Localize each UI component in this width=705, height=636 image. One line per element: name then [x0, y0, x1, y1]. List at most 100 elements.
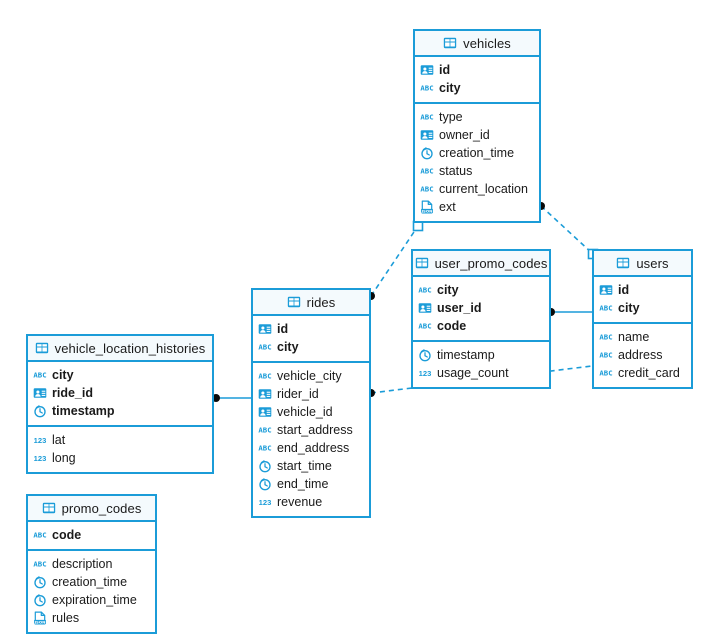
- table-title: users: [636, 255, 669, 271]
- column-name: current_location: [439, 182, 528, 196]
- column-name: credit_card: [618, 366, 680, 380]
- column-row[interactable]: ride_id: [28, 384, 212, 402]
- column-row[interactable]: rider_id: [253, 385, 369, 403]
- clock-icon: [258, 477, 272, 491]
- column-row[interactable]: ABC current_location: [415, 180, 539, 198]
- relationship-upc-users[interactable]: [547, 308, 592, 316]
- column-row[interactable]: id: [594, 281, 691, 299]
- id-card-icon: [258, 387, 272, 401]
- abc-icon: ABC: [418, 283, 432, 297]
- table-header-promo_codes[interactable]: promo_codes: [28, 496, 155, 522]
- column-row[interactable]: creation_time: [28, 573, 155, 591]
- column-row[interactable]: expiration_time: [28, 591, 155, 609]
- column-row[interactable]: end_time: [253, 475, 369, 493]
- table-header-vehicles[interactable]: vehicles: [415, 31, 539, 57]
- table-icon: [42, 501, 56, 515]
- table-header-user_promo_codes[interactable]: user_promo_codes: [413, 251, 549, 277]
- column-row[interactable]: user_id: [413, 299, 549, 317]
- clock-icon: [33, 404, 47, 418]
- column-row[interactable]: start_time: [253, 457, 369, 475]
- table-header-users[interactable]: users: [594, 251, 691, 277]
- svg-text:ABC: ABC: [599, 351, 612, 360]
- 123-icon: 123: [258, 495, 272, 509]
- column-name: type: [439, 110, 463, 124]
- 123-icon: 123: [33, 433, 47, 447]
- clock-icon: [418, 348, 432, 362]
- svg-text:ABC: ABC: [33, 560, 46, 569]
- abc-icon: ABC: [258, 423, 272, 437]
- table-header-rides[interactable]: rides: [253, 290, 369, 316]
- column-name: timestamp: [52, 404, 115, 418]
- column-name: name: [618, 330, 650, 344]
- column-name: code: [437, 319, 467, 333]
- column-name: vehicle_id: [277, 405, 333, 419]
- id-card-icon: [33, 386, 47, 400]
- abc-icon: ABC: [420, 182, 434, 196]
- column-name: start_time: [277, 459, 332, 473]
- column-name: start_address: [277, 423, 353, 437]
- table-title: vehicle_location_histories: [54, 340, 206, 356]
- column-row[interactable]: owner_id: [415, 126, 539, 144]
- table-icon: [287, 295, 301, 309]
- column-row[interactable]: id: [415, 61, 539, 79]
- id-card-icon: [420, 63, 434, 77]
- column-name: status: [439, 164, 473, 178]
- column-row[interactable]: id: [253, 320, 369, 338]
- column-name: lat: [52, 433, 66, 447]
- column-name: ride_id: [52, 386, 93, 400]
- column-row[interactable]: timestamp: [413, 346, 549, 364]
- svg-text:ABC: ABC: [258, 444, 271, 453]
- column-row[interactable]: ABC code: [413, 317, 549, 335]
- svg-text:ABC: ABC: [418, 322, 431, 331]
- clock-icon: [33, 593, 47, 607]
- column-name: vehicle_city: [277, 369, 342, 383]
- relationship-vlh-rides[interactable]: [212, 394, 251, 402]
- column-row[interactable]: 123 lat: [28, 431, 212, 449]
- column-name: id: [618, 283, 630, 297]
- svg-text:ABC: ABC: [33, 371, 46, 380]
- column-row[interactable]: ABC start_address: [253, 421, 369, 439]
- svg-text:JSON: JSON: [421, 208, 433, 213]
- svg-text:ABC: ABC: [599, 304, 612, 313]
- column-name: usage_count: [437, 366, 509, 380]
- column-row[interactable]: creation_time: [415, 144, 539, 162]
- table-header-vehicle_location_histories[interactable]: vehicle_location_histories: [28, 336, 212, 362]
- clock-icon: [258, 459, 272, 473]
- column-name: id: [439, 63, 451, 77]
- column-row[interactable]: vehicle_id: [253, 403, 369, 421]
- column-name: user_id: [437, 301, 482, 315]
- column-row[interactable]: timestamp: [28, 402, 212, 420]
- svg-text:ABC: ABC: [418, 286, 431, 295]
